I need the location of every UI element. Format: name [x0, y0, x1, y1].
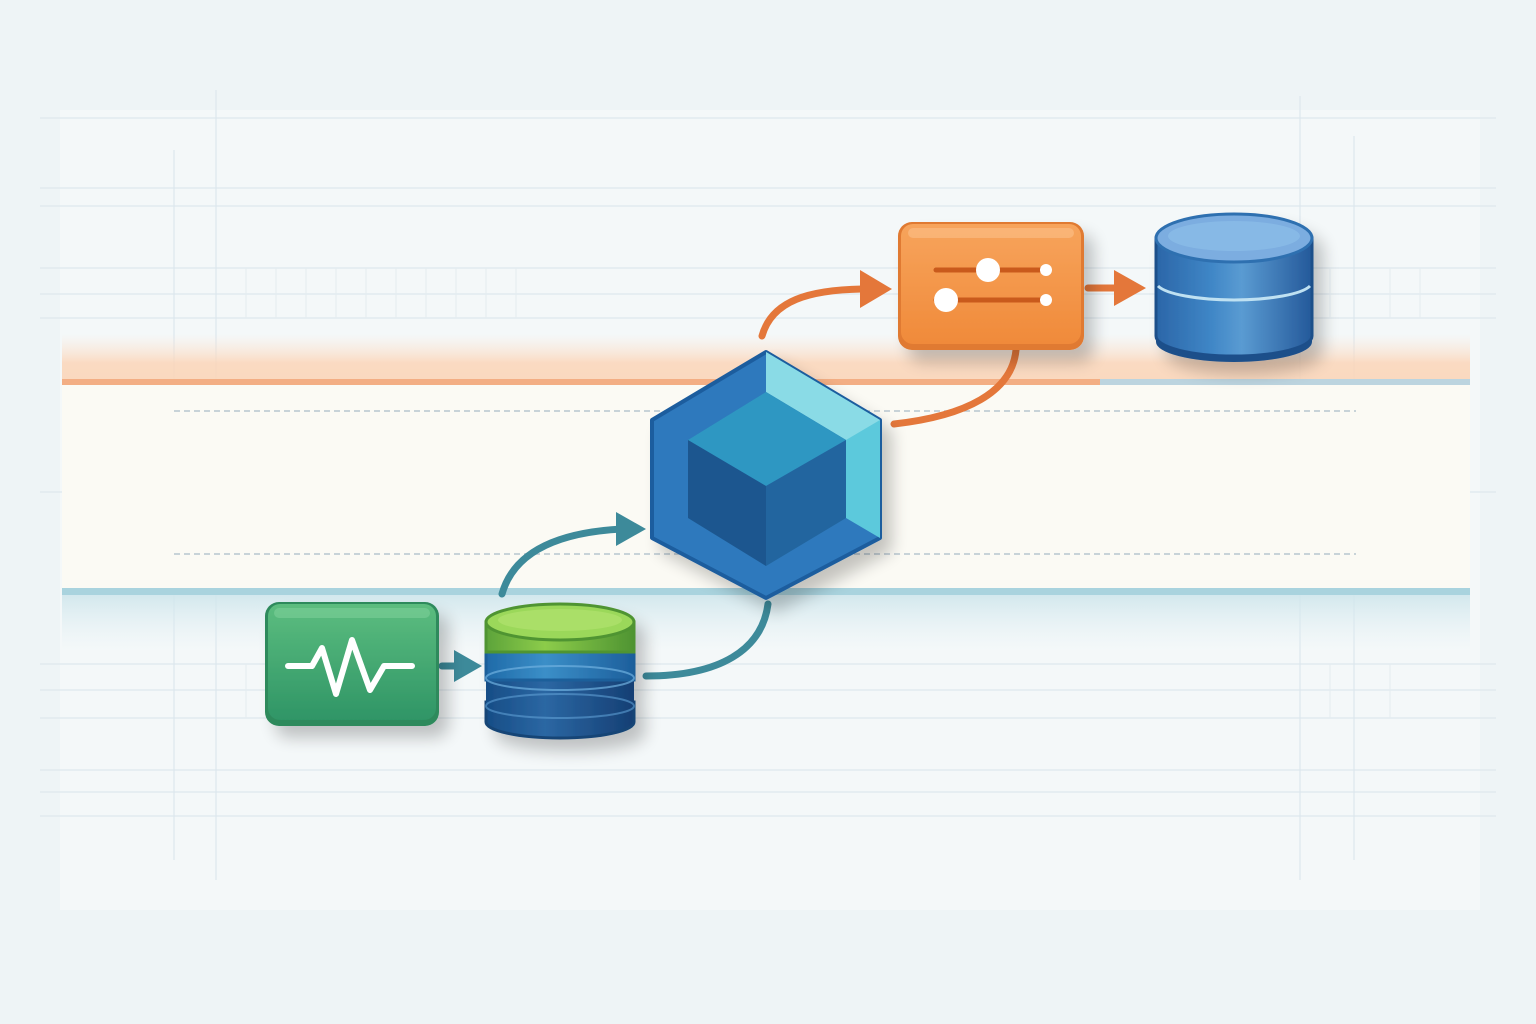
connector-filter-to-process-line: [890, 346, 1020, 428]
cube-icon: [650, 350, 882, 600]
connector-process-to-filter-arrow: [758, 285, 866, 340]
node-filter-settings: [898, 222, 1084, 350]
database-icon: [1154, 212, 1314, 362]
connector-process-to-filter-arrowhead: [860, 270, 892, 308]
connector-ingest-to-process-arrow: [498, 525, 626, 598]
node-ingest-database: [484, 602, 636, 740]
connector-ingest-to-process-arrowhead: [616, 512, 646, 546]
connector-source-to-ingest: [438, 650, 482, 682]
sliders-icon: [933, 258, 1052, 312]
orange-lane-line-right: [1100, 379, 1470, 385]
connector-ingest-to-process-line: [642, 600, 772, 680]
connector-filter-to-store: [1084, 270, 1146, 306]
database-icon: [484, 602, 636, 740]
activity-pulse-icon: [285, 637, 415, 697]
node-store-database: [1154, 212, 1314, 362]
background-grid-fine: [245, 268, 1421, 718]
node-source-monitor: [265, 602, 439, 726]
node-process-hexagon: [650, 350, 882, 600]
